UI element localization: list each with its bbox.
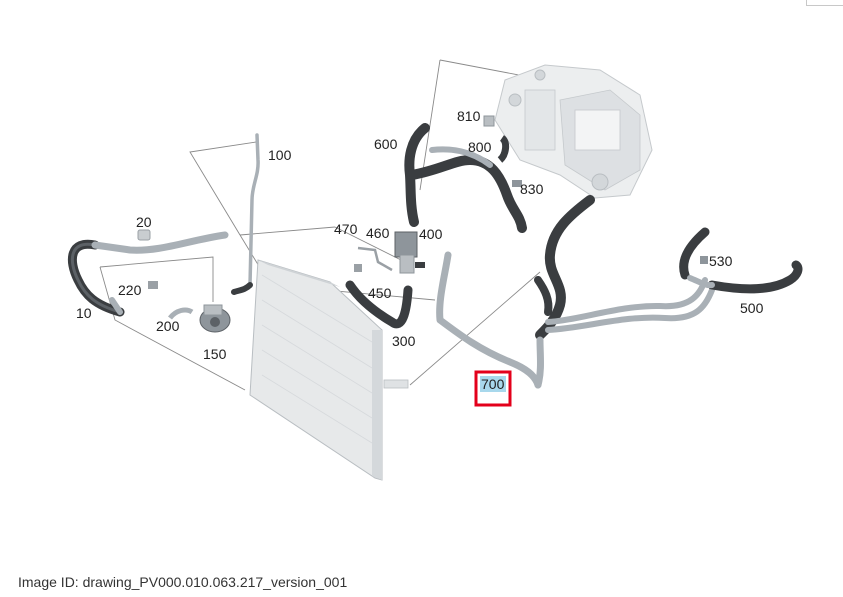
radiator xyxy=(249,259,409,481)
label-20[interactable]: 20 xyxy=(136,214,152,230)
engine-block xyxy=(494,64,653,199)
label-450[interactable]: 450 xyxy=(368,285,392,301)
label-500[interactable]: 500 xyxy=(740,300,764,316)
label-300[interactable]: 300 xyxy=(392,333,416,349)
label-400[interactable]: 400 xyxy=(419,226,443,242)
label-460[interactable]: 460 xyxy=(366,225,390,241)
label-530[interactable]: 530 xyxy=(709,253,733,269)
valve-460 xyxy=(394,231,425,274)
label-10[interactable]: 10 xyxy=(76,305,92,321)
pump-150 xyxy=(199,304,231,333)
label-830[interactable]: 830 xyxy=(520,181,544,197)
image-id-caption: Image ID: drawing_PV000.010.063.217_vers… xyxy=(18,574,348,590)
highlight-fill xyxy=(480,376,506,392)
label-470[interactable]: 470 xyxy=(334,221,358,237)
corner-frame xyxy=(806,0,843,6)
hoses xyxy=(67,123,803,389)
label-600[interactable]: 600 xyxy=(374,136,398,152)
label-100[interactable]: 100 xyxy=(268,147,292,163)
label-810[interactable]: 810 xyxy=(457,108,481,124)
label-800[interactable]: 800 xyxy=(468,139,492,155)
small-parts xyxy=(137,115,708,333)
label-200[interactable]: 200 xyxy=(156,318,180,334)
label-150[interactable]: 150 xyxy=(203,346,227,362)
part-labels: 10 20 100 150 200 220 300 400 450 460 47… xyxy=(76,108,764,362)
label-220[interactable]: 220 xyxy=(118,282,142,298)
highlight-box xyxy=(474,370,512,407)
label-700[interactable]: 700 xyxy=(481,376,505,392)
highlighted-part-700[interactable]: 700 xyxy=(474,370,512,407)
